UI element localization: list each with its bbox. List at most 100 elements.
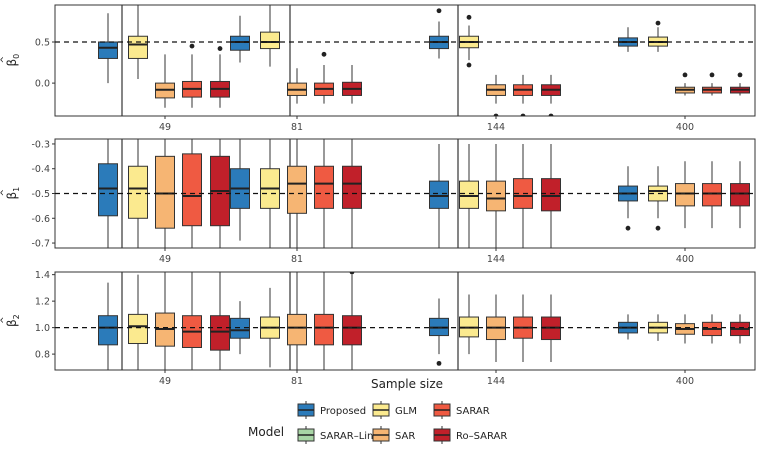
box-49-proposed xyxy=(98,139,118,248)
box-body xyxy=(260,31,280,50)
box-49-proposed xyxy=(98,13,118,84)
box-81-sarar xyxy=(314,139,334,248)
legend-label: GLM xyxy=(395,406,417,417)
x-tick-label: 144 xyxy=(487,254,505,265)
y-axis-title-symbol: β xyxy=(5,192,19,200)
box-body xyxy=(314,165,334,209)
box-49-sar xyxy=(155,272,175,370)
x-tick-label: 49 xyxy=(159,122,171,133)
outlier-point xyxy=(466,14,472,20)
box-body xyxy=(182,153,202,227)
box-body xyxy=(541,178,561,212)
outlier-point xyxy=(520,113,526,116)
legend-label: Proposed xyxy=(320,406,366,417)
outlier-point xyxy=(548,113,554,116)
y-tick-label: -0.6 xyxy=(31,214,50,225)
y-tick-label: 0.5 xyxy=(35,38,50,49)
box-144-ro-sarar xyxy=(541,143,561,248)
box-49-glm xyxy=(128,139,148,248)
box-400-sarar xyxy=(702,314,722,344)
box-body xyxy=(128,313,148,345)
box-body xyxy=(287,165,307,214)
box-49-sarar xyxy=(182,272,202,370)
y-axis-title-hat: ^ xyxy=(0,56,10,64)
box-81-ro-sarar xyxy=(342,139,362,248)
box-81-sarar xyxy=(314,51,334,104)
x-tick-label: 144 xyxy=(487,122,505,133)
box-body xyxy=(730,183,750,207)
y-axis-title: β2 xyxy=(5,314,21,327)
y-tick-label: 1.2 xyxy=(35,297,50,308)
panel-plot-area xyxy=(55,139,755,248)
box-body xyxy=(98,163,118,217)
box-49-proposed xyxy=(98,282,118,370)
box-body xyxy=(98,41,118,59)
box-body xyxy=(342,165,362,209)
box-body xyxy=(155,155,175,229)
outlier-point xyxy=(217,46,223,51)
box-81-sar xyxy=(287,139,307,248)
y-axis-title: β1 xyxy=(5,187,21,200)
box-body xyxy=(128,35,148,59)
box-81-glm xyxy=(260,5,280,67)
box-81-sarar xyxy=(314,272,334,370)
box-81-ro-sarar xyxy=(342,272,362,370)
legend-entry-ro-sarar: Ro–SARAR xyxy=(433,426,507,444)
y-tick-label: -0.4 xyxy=(31,164,50,175)
outlier-point xyxy=(466,62,472,68)
panel-plot-area xyxy=(55,5,755,116)
box-81-glm xyxy=(260,139,280,248)
box-49-ro-sarar xyxy=(210,139,230,248)
box-144-glm xyxy=(459,143,479,248)
y-tick-label: -0.5 xyxy=(31,189,50,200)
box-144-proposed xyxy=(429,143,449,248)
y-axis-title-hat: ^ xyxy=(0,316,10,324)
y-axis-title-symbol: β xyxy=(5,319,19,327)
outlier-point xyxy=(709,72,715,78)
box-body xyxy=(98,315,118,346)
legend-entry-sarar: SARAR xyxy=(433,401,490,419)
legend-label: SARAR–Lin xyxy=(320,431,373,442)
legend-entry-proposed: Proposed xyxy=(297,401,366,419)
x-tick-label: 81 xyxy=(291,122,303,133)
box-144-sar xyxy=(486,74,506,116)
box-144-ro-sarar xyxy=(541,74,561,116)
legend-entry-sar: SAR xyxy=(372,426,415,444)
y-tick-label: 1.0 xyxy=(35,323,50,334)
legend-label: Ro–SARAR xyxy=(456,431,507,442)
box-49-sarar xyxy=(182,43,202,108)
box-body xyxy=(314,313,334,346)
x-tick-label: 49 xyxy=(159,376,171,387)
box-49-glm xyxy=(128,274,148,370)
box-400-ro-sarar xyxy=(730,161,750,229)
box-81-proposed xyxy=(230,301,250,355)
box-49-sar xyxy=(155,54,175,108)
outlier-point xyxy=(436,360,442,366)
box-49-ro-sarar xyxy=(210,272,230,370)
panel-frame xyxy=(54,4,756,117)
box-body xyxy=(128,165,148,219)
x-axis-title: Sample size xyxy=(371,377,443,391)
box-400-sarar xyxy=(702,72,722,96)
y-tick-label: 0.0 xyxy=(35,79,50,90)
box-body xyxy=(675,183,695,207)
x-tick-label: 144 xyxy=(487,376,505,387)
y-tick-label: 0.8 xyxy=(35,350,50,361)
box-144-sar xyxy=(486,143,506,248)
y-axis-title: β0 xyxy=(5,54,21,67)
y-tick-label: -0.7 xyxy=(31,239,50,250)
legend-label: SAR xyxy=(395,431,415,442)
box-49-sarar xyxy=(182,139,202,248)
y-tick-label: -0.3 xyxy=(31,139,50,150)
box-81-proposed xyxy=(230,139,250,241)
box-81-sar xyxy=(287,68,307,104)
outlier-point xyxy=(737,72,743,78)
box-body xyxy=(287,313,307,346)
outlier-point xyxy=(682,72,688,78)
box-49-ro-sarar xyxy=(210,46,230,108)
legend-label: SARAR xyxy=(456,406,490,417)
box-400-sar xyxy=(675,72,695,96)
